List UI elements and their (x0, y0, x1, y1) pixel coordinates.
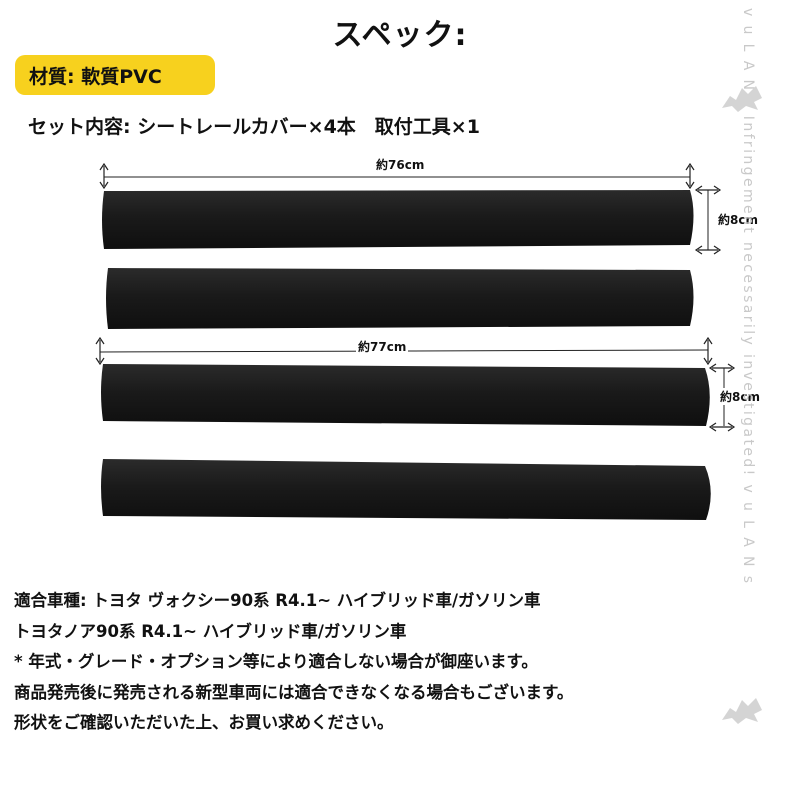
bottom-length-label: 約77cm (356, 338, 409, 355)
double-arrow-icon (708, 422, 736, 432)
double-arrow-icon (694, 185, 722, 195)
note-line: 商品発売後に発売される新型車両には適合できなくなる場合もございます。 (14, 682, 574, 702)
bottom-width-label: 約8cm (718, 388, 762, 405)
rail-cover-strip (101, 364, 710, 426)
watermark-logo-icon (722, 86, 762, 112)
note-line: トヨタノア90系 R4.1~ ハイブリッド車/ガソリン車 (14, 621, 407, 641)
watermark-text: v u L A N s Infringement necessarily inv… (740, 8, 756, 586)
set-contents: セット内容: シートレールカバー×4本 取付工具×1 (28, 116, 480, 138)
note-line: 形状をご確認いただいた上、お買い求めください。 (14, 713, 394, 732)
rail-cover-strip (102, 190, 694, 249)
material-label: 材質: 軟質PVC (29, 65, 162, 88)
double-arrow-icon (95, 336, 105, 366)
top-width-label: 約8cm (716, 211, 760, 228)
watermark-logo-icon (722, 698, 762, 724)
double-arrow-icon (694, 245, 722, 255)
double-arrow-icon (99, 162, 109, 190)
page-title: スペック: (332, 18, 468, 53)
note-line: 適合車種: トヨタ ヴォクシー90系 R4.1~ ハイブリッド車/ガソリン車 (14, 591, 541, 610)
seat-rail-covers-illustration (95, 162, 736, 520)
product-image: 約76cm 約8cm 約77cm 約8cm (0, 150, 800, 550)
note-line: * 年式・グレード・オプション等により適合しない場合が御座います。 (14, 652, 538, 671)
double-arrow-icon (708, 363, 736, 373)
compatibility-notes: 適合車種: トヨタ ヴォクシー90系 R4.1~ ハイブリッド車/ガソリン車 ト… (14, 586, 784, 739)
material-badge: 材質: 軟質PVC (15, 55, 215, 95)
top-length-label: 約76cm (374, 156, 427, 173)
double-arrow-icon (703, 336, 713, 366)
double-arrow-icon (685, 162, 695, 190)
rail-cover-strip (106, 268, 694, 329)
rail-cover-strip (101, 459, 711, 520)
